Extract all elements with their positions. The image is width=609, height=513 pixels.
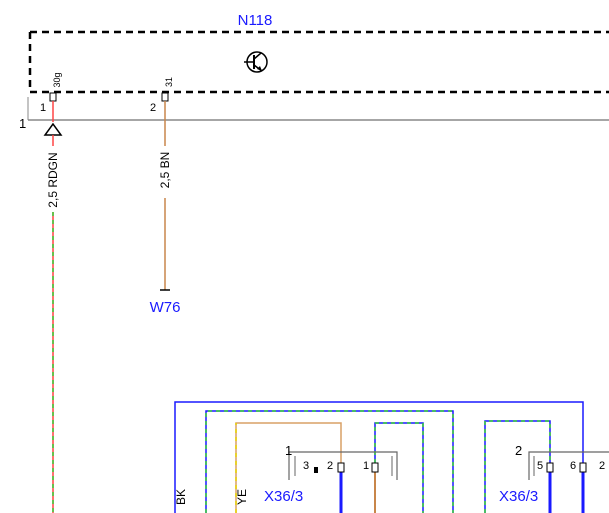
wire-rdgn-label: 2,5 RDGN xyxy=(46,152,60,207)
wire-ye-label: YE xyxy=(235,489,249,505)
connector-1-pin-a: 3 xyxy=(303,460,309,472)
pin-2-number: 2 xyxy=(150,102,156,114)
connector-2: 2 5 6 2 X36/3 xyxy=(499,443,609,505)
module-name: N118 xyxy=(238,12,273,29)
pin-2-terminal: 31 xyxy=(164,77,174,87)
pin-2: 2 31 xyxy=(150,77,174,114)
ground-ref: W76 xyxy=(150,299,181,316)
connector-2-pin-b: 6 xyxy=(570,460,576,472)
transistor-icon xyxy=(244,51,268,73)
connector-2-pin-c: 2 xyxy=(599,460,605,472)
connector-1-ref: 1 xyxy=(285,443,292,458)
bus-line: 1 xyxy=(19,97,609,131)
wire-bk-label: BK xyxy=(174,489,188,505)
pin-marker xyxy=(314,467,318,473)
connector-2-name: X36/3 xyxy=(499,488,538,505)
connector-2-pin-a: 5 xyxy=(537,460,543,472)
module-boundary xyxy=(28,30,609,94)
pin-1-number: 1 xyxy=(40,102,46,114)
connector-2-ref: 2 xyxy=(515,443,522,458)
connector-1-name: X36/3 xyxy=(264,488,303,505)
wire-rdgn: 2,5 RDGN xyxy=(43,101,63,513)
connector-1-pin-b: 2 xyxy=(327,460,333,472)
module-n118: N118 xyxy=(28,12,609,94)
wire-bn-label: 2,5 BN xyxy=(158,152,172,189)
wire-bn: 2,5 BN W76 xyxy=(150,101,181,316)
fuse-triangle-icon xyxy=(43,122,63,136)
bus-ref: 1 xyxy=(19,116,26,131)
connector-1: 1 3 2 1 X36/3 xyxy=(264,443,398,505)
pin-1-terminal: 30g xyxy=(52,72,62,87)
connector-1-pin-c: 1 xyxy=(363,460,369,472)
lower-harness: BK YE xyxy=(174,401,585,513)
